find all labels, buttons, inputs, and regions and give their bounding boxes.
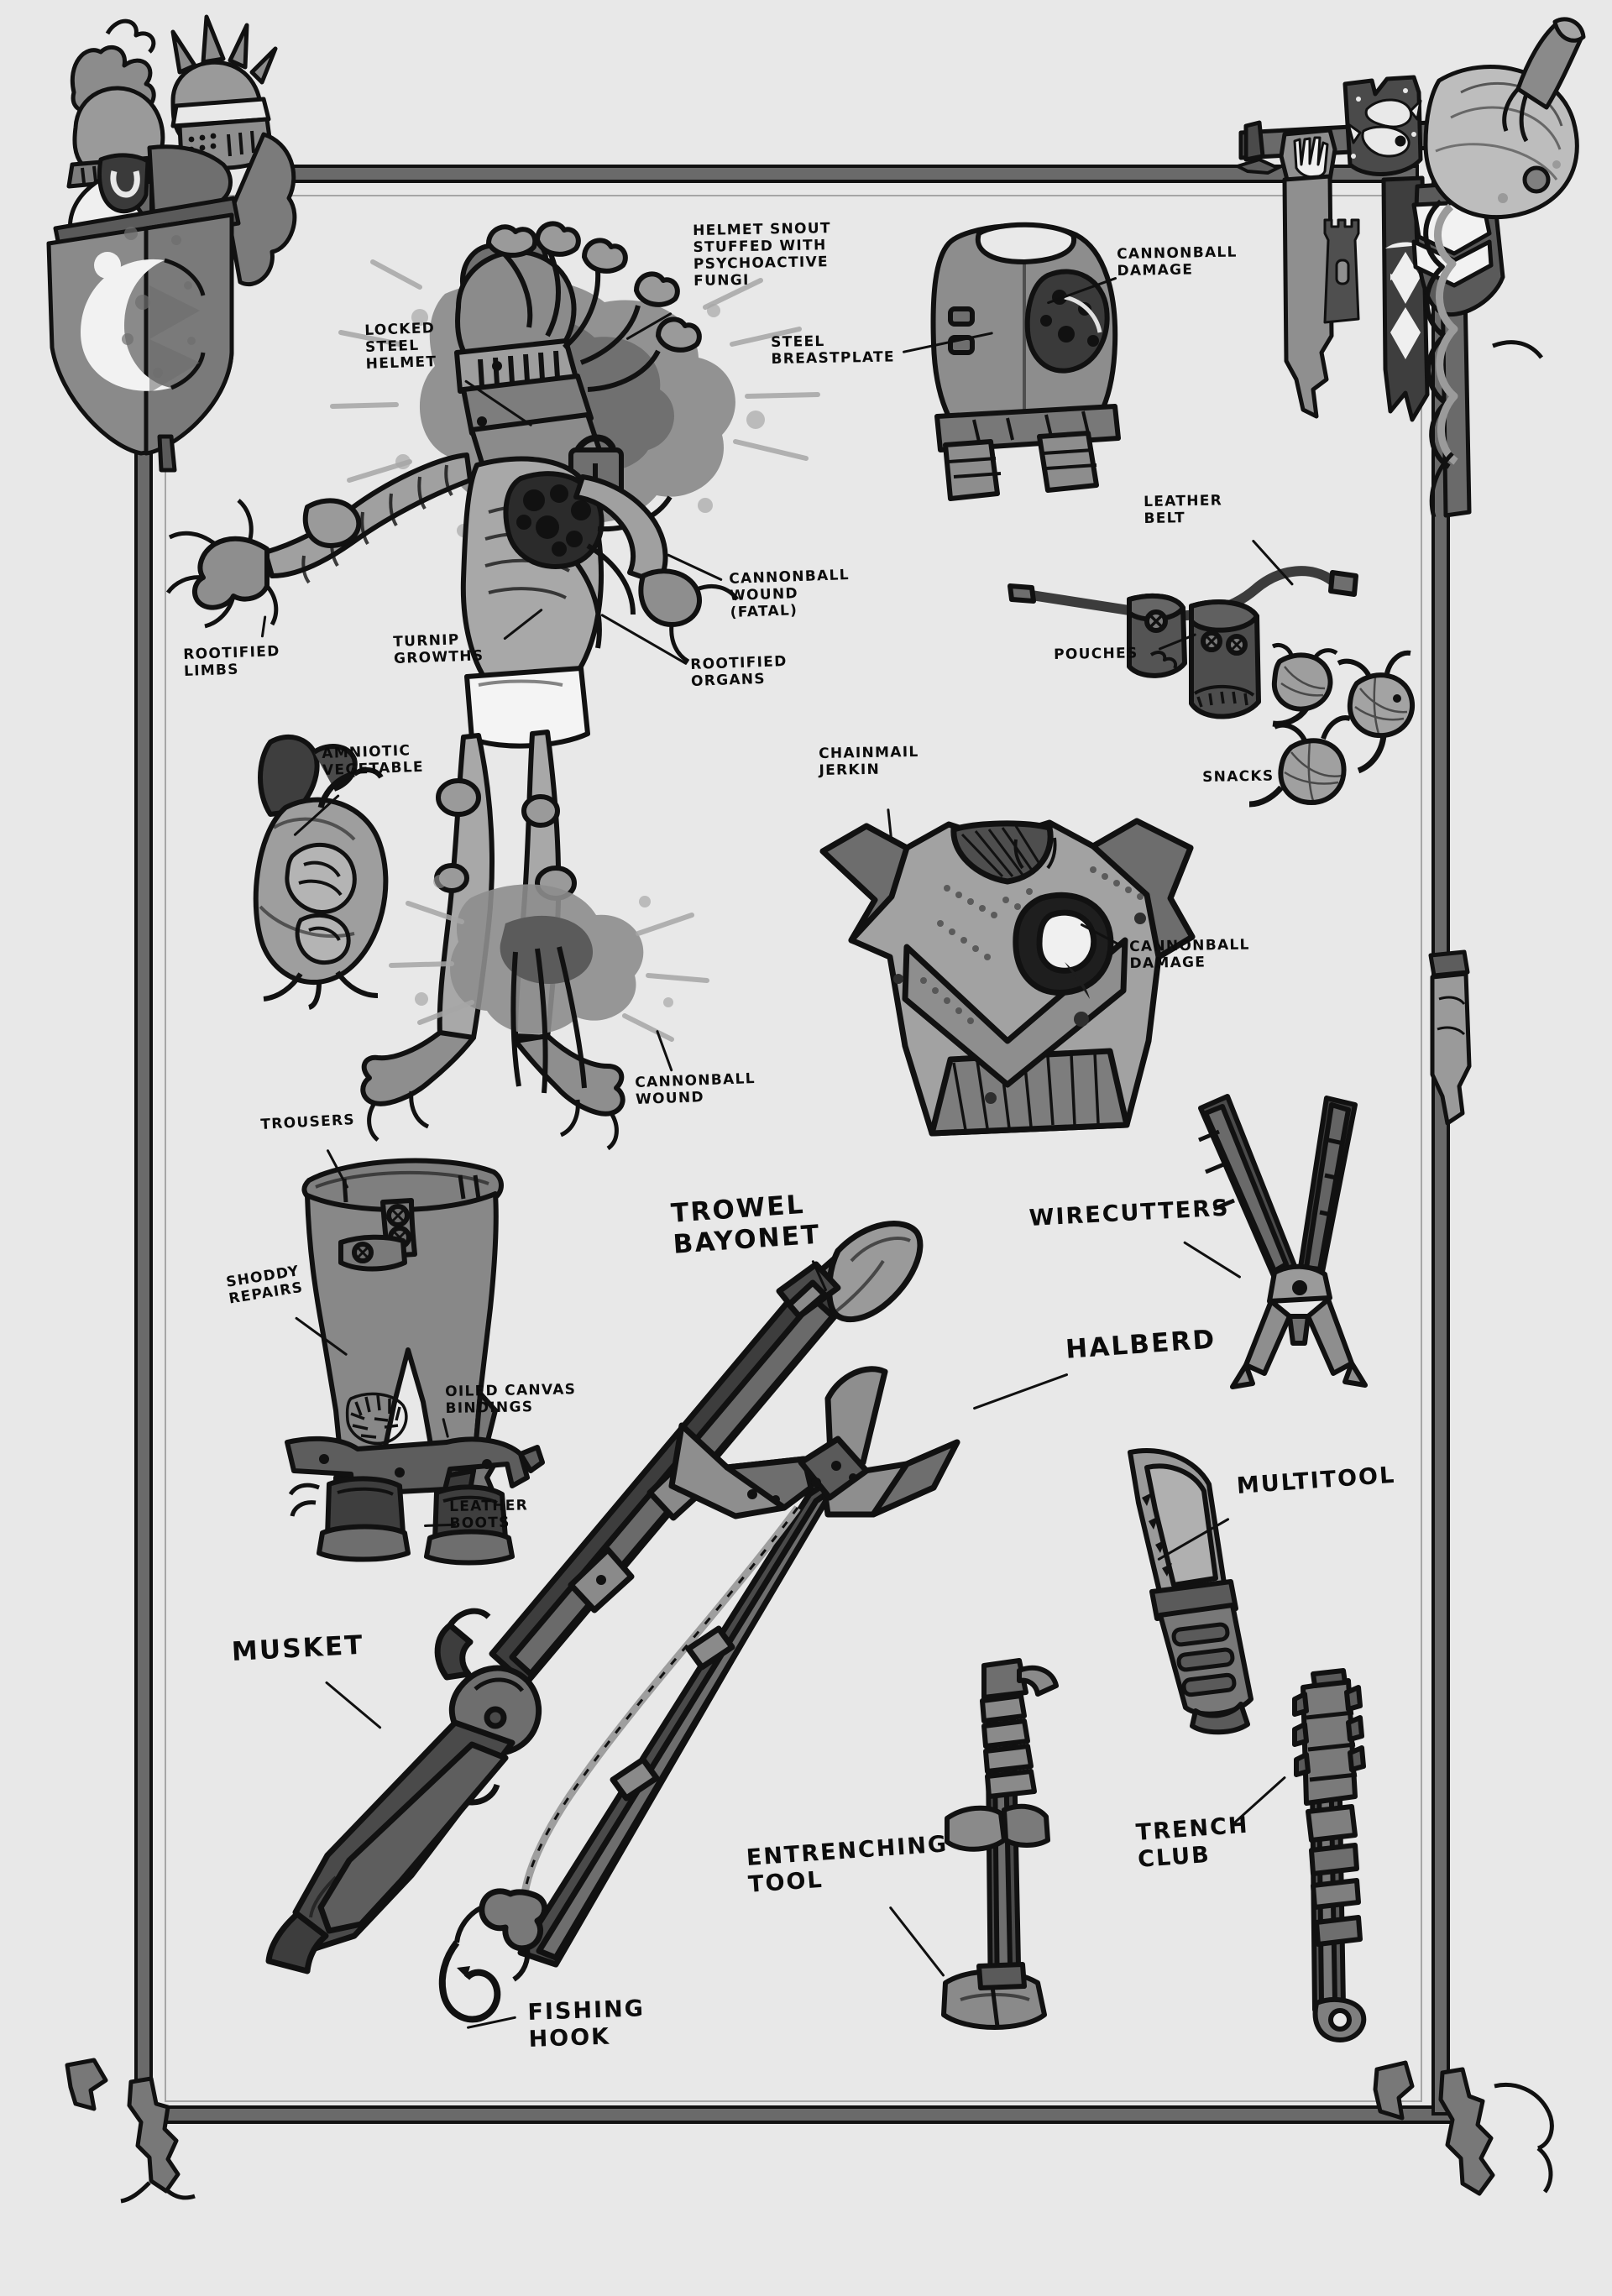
root-decor-bottom-left [50, 2057, 235, 2208]
inner-frame-line [165, 195, 1422, 2102]
label-oiled-canvas-bindings: OILED CANVAS BINDINGS [445, 1381, 577, 1418]
label-locked-steel-helmet: LOCKED STEEL HELMET [364, 320, 437, 374]
trousers-boots-art [235, 1125, 604, 1566]
trench-club-art [1251, 1668, 1402, 2048]
frame-bar-left [134, 180, 153, 2111]
label-leather-boots: LEATHER BOOTS [449, 1497, 529, 1533]
entrenching-tool-art [932, 1654, 1083, 2040]
amniotic-vegetable-art [227, 730, 437, 1010]
label-trowel-bayonet: TROWEL BAYONET [670, 1189, 822, 1260]
rootified-soldier-figure [165, 210, 924, 1151]
heraldic-banners-top-right [1238, 0, 1612, 537]
label-cannonball-damage-breastplate: CANNONBALL DAMAGE [1117, 243, 1238, 280]
label-pouches: POUCHES [1054, 645, 1138, 663]
chainmail-jerkin-art [798, 789, 1217, 1142]
frame-cloth-right [1419, 949, 1478, 1150]
wirecutters-art [1175, 1091, 1394, 1402]
label-helmet-snout-fungi: HELMET SNOUT STUFFED WITH PSYCHOACTIVE F… [693, 220, 831, 290]
label-chainmail-jerkin: CHAINMAIL JERKIN [819, 743, 919, 780]
root-decor-bottom-right [1352, 2053, 1587, 2212]
label-turnip-growths: TURNIP GROWTHS [393, 631, 484, 668]
snack-turnips-art [1243, 642, 1427, 831]
label-amniotic-vegetable: AMNIOTIC VEGETABLE [322, 742, 425, 780]
label-cannonball-wound-legs: CANNONBALL WOUND [635, 1070, 756, 1109]
label-cannonball-wound-fatal: CANNONBALL WOUND (FATAL) [729, 566, 850, 622]
label-rootified-limbs: ROOTIFIED LIMBS [183, 642, 280, 681]
frame-pole-tip-top [1233, 134, 1285, 185]
label-fishing-hook: FISHING HOOK [527, 1995, 646, 2053]
label-steel-breastplate: STEEL BREASTPLATE [771, 332, 895, 369]
heraldic-crest-top-left [24, 0, 301, 473]
frame-bar-bottom [147, 2105, 1457, 2124]
label-trench-club: TRENCH CLUB [1135, 1812, 1250, 1873]
multitool-art [1108, 1444, 1293, 1735]
leather-belt-art [1003, 529, 1373, 739]
halberd-art [437, 1360, 974, 2082]
label-leather-belt: LEATHER BELT [1144, 492, 1223, 528]
label-cannonball-damage-jerkin: CANNONBALL DAMAGE [1129, 936, 1250, 973]
label-snacks: SNACKS [1202, 767, 1274, 786]
steel-breastplate-art [898, 210, 1150, 512]
label-rootified-organs: ROOTIFIED ORGANS [690, 652, 788, 691]
